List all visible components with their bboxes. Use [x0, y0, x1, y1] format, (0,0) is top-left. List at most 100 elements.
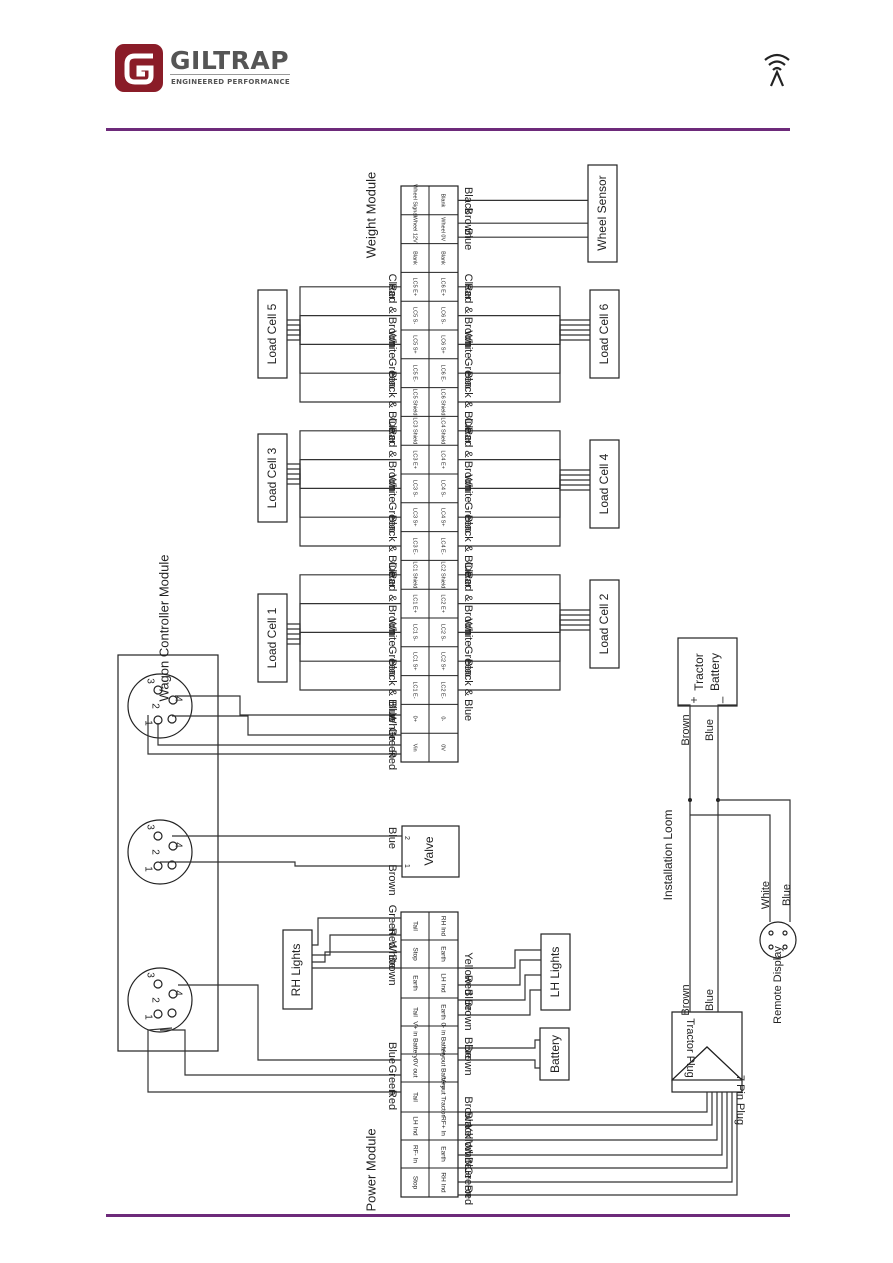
wire-white	[172, 715, 401, 736]
power-terminal-top: Tail	[411, 1007, 418, 1017]
wire-to-seven-pin	[458, 1092, 723, 1156]
weight-terminal-bottom: LC4 S-	[440, 480, 446, 497]
weight-terminal-top: LC3 E-	[412, 537, 418, 554]
wire-to-seven-pin	[458, 1092, 708, 1113]
battery-plus: +	[687, 696, 701, 703]
load-cell-box-6	[589, 289, 620, 379]
connector-weight-pin-3	[153, 685, 163, 695]
wire-label-white: White	[462, 618, 474, 646]
load-cell-label-4: Load Cell 4	[597, 453, 611, 514]
pin-number: 4	[172, 990, 183, 996]
weight-terminal-top: Wheel 12V	[412, 216, 418, 243]
load-cell-wire	[287, 468, 401, 518]
wire-label-red: Red	[462, 1185, 474, 1205]
wire-label-clear: Clear	[386, 562, 398, 589]
power-terminal-bottom: 0- in Battery	[439, 1022, 446, 1058]
wire-label-brown: Brown	[462, 1044, 474, 1075]
wire-label-green: Green	[386, 358, 398, 389]
weight-terminal-bottom: 0V	[440, 744, 446, 751]
remote-display-label: Remote Display	[772, 946, 784, 1024]
weight-terminal-top: LC3 Shield	[412, 417, 418, 444]
remote-display-pin	[768, 944, 774, 950]
wire-to-seven-pin	[458, 1092, 738, 1196]
wire-label-black_blue: Black & Blue	[386, 371, 398, 433]
plug-split	[671, 1046, 743, 1081]
wire-label-white: White	[386, 330, 398, 358]
connector-power-pin-3	[153, 979, 163, 989]
installation-loom-label: Installation Loom	[661, 810, 675, 901]
wire-label-brown: Brown	[680, 714, 692, 745]
wagon-controller-box	[117, 654, 219, 1052]
wire-label-red_brown: Red & Brown	[386, 571, 398, 636]
connector-valve-pin-4	[168, 841, 178, 851]
wire-display-white	[690, 814, 771, 922]
wire-label-red: Red	[386, 928, 398, 948]
wire-label-green: Green	[386, 502, 398, 533]
pin-number: 2	[149, 849, 160, 855]
connector-power-pin-1	[167, 1008, 177, 1018]
connector-valve-pin-1	[167, 860, 177, 870]
wire-label-red_brown: Red & Brown	[386, 427, 398, 492]
load-cell-wire	[287, 430, 401, 485]
wire-label-blue: Blue	[462, 228, 474, 250]
pin-number: 2	[149, 997, 160, 1003]
weight-terminal-top: Wheel Signal	[412, 184, 418, 216]
wire-label-blue: Blue	[386, 827, 398, 849]
load-cell-label-3: Load Cell 3	[265, 447, 279, 508]
weight-terminal-top: LC3 S-	[412, 480, 418, 497]
wire-label-brown: Brown	[462, 1096, 474, 1127]
wire-label-brown: Brown	[386, 864, 398, 895]
power-terminal-top: Tail	[411, 921, 418, 931]
wire-label-blue: Blue	[462, 1037, 474, 1059]
wagon-controller-label: Wagon Controller Module	[156, 555, 171, 702]
weight-terminal-bottom: LC2 S+	[440, 652, 446, 671]
wire-label-clear: Clear	[386, 274, 398, 301]
load-cell-wire	[458, 319, 590, 403]
weight-terminal-top: LC1 S+	[412, 652, 418, 671]
wire-label-blue: Blue	[386, 701, 398, 723]
power-terminal-bottom: Earth	[439, 946, 446, 962]
power-terminal-bottom: V+ out Battery	[439, 1047, 446, 1089]
weight-terminal-bottom: LC4 Shield	[440, 417, 446, 444]
wire-brown	[458, 989, 541, 1016]
weight-terminal-bottom: LC2 Shield	[440, 561, 446, 588]
power-terminal-top: 0V out	[411, 1059, 418, 1078]
load-cell-wire	[287, 319, 401, 403]
load-cell-wire	[458, 574, 590, 631]
pin-number: 1	[142, 866, 153, 872]
pin-number: 3	[144, 678, 155, 684]
wire-white	[312, 951, 401, 963]
wire-label-white: White	[386, 474, 398, 502]
wire-label-blue: Blue	[781, 884, 793, 906]
wire-label-green: Green	[462, 502, 474, 533]
weight-terminal-bottom: LC6 S-	[440, 307, 446, 324]
weight-terminal-bottom: LC4 S+	[440, 508, 446, 527]
wire-yellow	[458, 949, 541, 969]
header-divider	[106, 128, 790, 131]
weight-terminal-top: Blank	[412, 251, 418, 265]
pin-number: 1	[142, 1014, 153, 1020]
company-logo: GILTRAP ENGINEERED PERFORMANCE	[115, 44, 295, 94]
valve-pin-1: 1	[403, 864, 410, 868]
wire-label-red: Red	[386, 750, 398, 770]
diagram-blocks	[117, 164, 797, 1198]
load-cell-wire	[287, 574, 401, 645]
wire-label-brown: Brown	[462, 208, 474, 239]
load-cell-wire	[458, 602, 590, 626]
wire-label-brown: Brown	[462, 999, 474, 1030]
connector-weight-pin-4	[168, 695, 178, 705]
power-terminal-top: Tail	[411, 1092, 418, 1102]
weight-terminal-top: LC1 E-	[412, 681, 418, 698]
pin-number: 4	[172, 696, 183, 702]
wire-label-black: Black	[462, 1112, 474, 1139]
wire-label-black_blue: Black & Blue	[462, 515, 474, 577]
weight-terminal-bottom: LC6 E+	[440, 278, 446, 297]
wire-label-green: Green	[462, 646, 474, 677]
wire-display-blue	[718, 799, 791, 922]
load-cell-wire	[287, 286, 401, 341]
wire-label-yellow: Yellow	[462, 1124, 474, 1155]
wire-label-blue: Blue	[386, 1042, 398, 1064]
weight-terminal-bottom: LC4 E+	[440, 450, 446, 469]
weight-terminal-bottom: LC2 E+	[440, 594, 446, 613]
wire-label-brown: Brown	[680, 984, 692, 1015]
